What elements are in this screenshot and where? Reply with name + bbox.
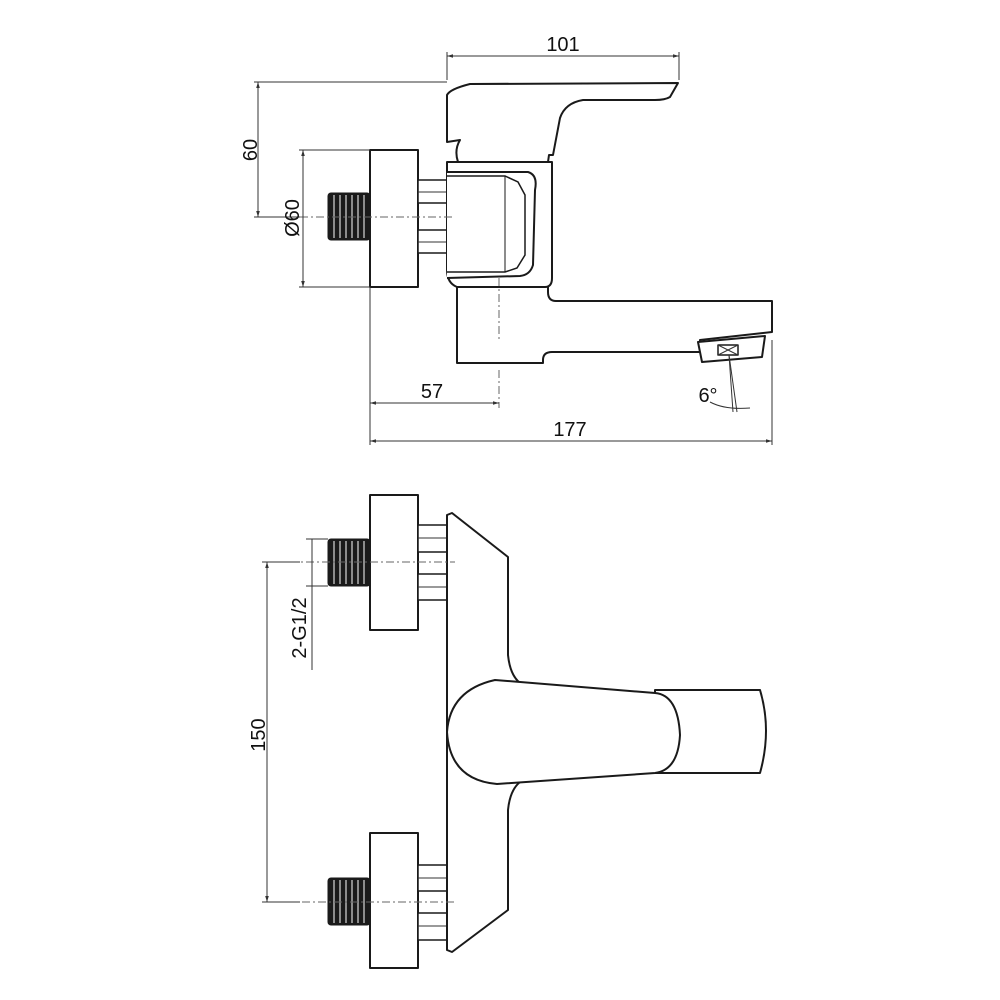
dim-label-thread: 2-G1/2: [289, 597, 311, 658]
lever-handle-front: [446, 679, 681, 785]
spout-front: [654, 689, 767, 774]
side-view: 101 60 Ø60 57 177: [240, 34, 773, 445]
dim-label-angle: 6°: [698, 385, 717, 407]
dim-label-57: 57: [421, 381, 443, 403]
dimension-thread-size: 2-G1/2: [289, 538, 328, 670]
dimension-150: 150: [248, 561, 300, 903]
cartridge-cover: [446, 171, 537, 279]
dimension-diameter-60: Ø60: [282, 149, 370, 288]
dimension-177: 177: [370, 340, 773, 445]
dim-label-101: 101: [546, 34, 579, 56]
dimension-60: 60: [240, 81, 447, 218]
dimension-57: 57: [369, 287, 500, 445]
spout: [456, 284, 773, 364]
dim-label-177: 177: [553, 419, 586, 441]
dim-label-60: 60: [240, 139, 262, 161]
dimension-angle-6: 6°: [698, 354, 751, 413]
lever-handle: [446, 82, 679, 163]
dim-label-150: 150: [248, 718, 270, 751]
thread-connector-bottom: [327, 877, 371, 926]
dim-label-diameter: Ø60: [282, 199, 304, 237]
wall-plate-bottom: [369, 832, 419, 969]
wall-plate: [369, 149, 419, 288]
front-view: 150 2-G1/2: [248, 494, 767, 969]
dimension-101: 101: [446, 34, 680, 80]
aerator: [697, 335, 766, 363]
connector-stubs-front: [417, 524, 448, 941]
